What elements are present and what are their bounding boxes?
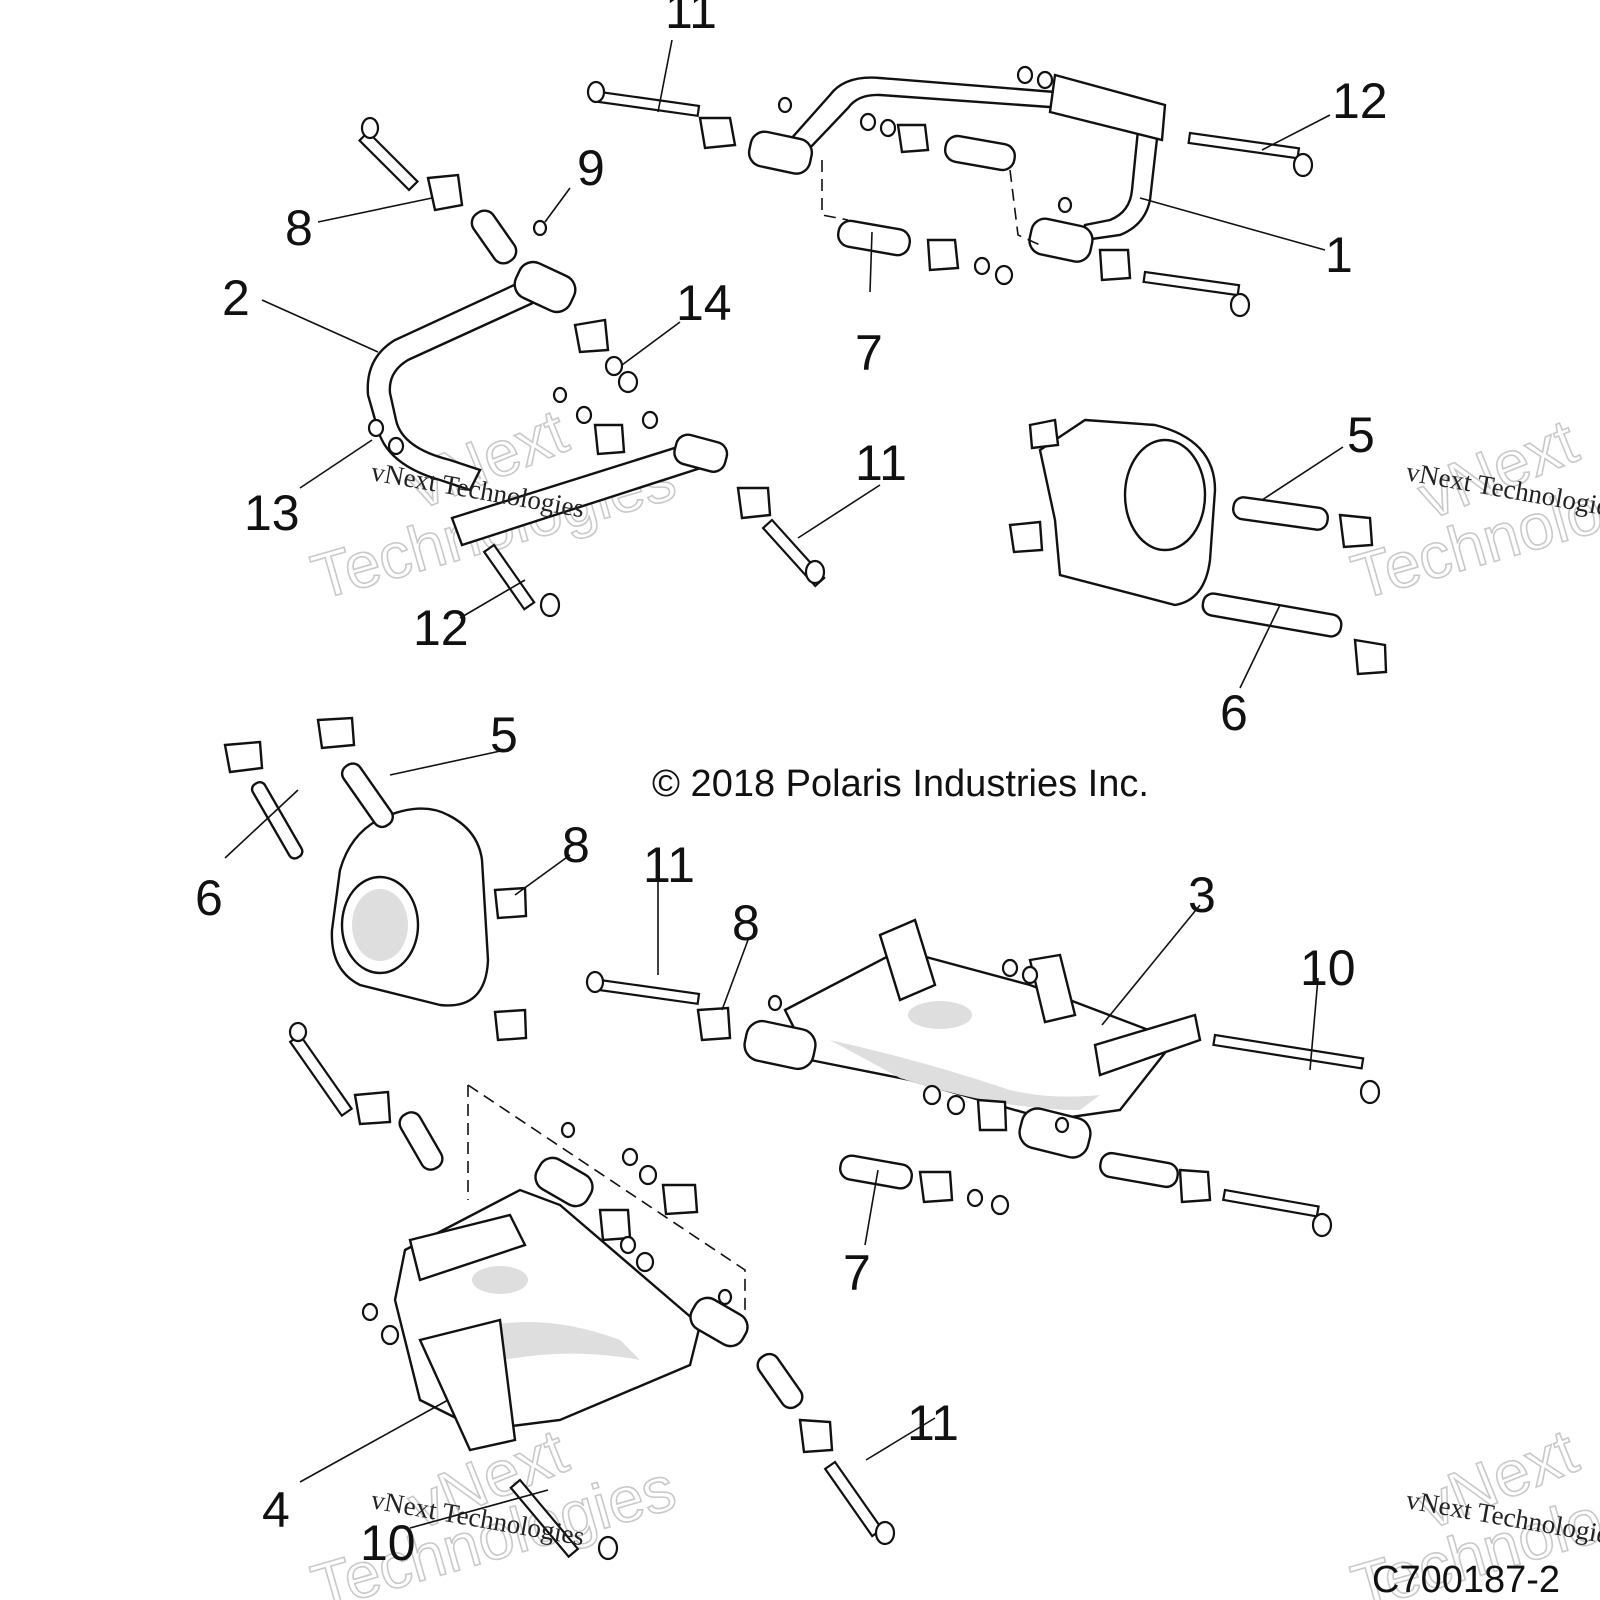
callout-11-mid: 11: [855, 435, 907, 491]
bolt-11-lower-right: [597, 978, 701, 1006]
callout-5-right: 5: [1347, 407, 1375, 463]
callout-11-bottom: 11: [907, 1395, 959, 1451]
callout-13: 13: [244, 485, 300, 541]
bolt-10-bottom: [509, 1478, 580, 1559]
callout-11-top: 11: [665, 0, 717, 39]
callout-10-bottom: 10: [360, 1515, 416, 1571]
callout-8-top: 8: [285, 200, 313, 256]
callout-6-right: 6: [1220, 685, 1248, 741]
part-knuckle-left: [223, 716, 528, 1042]
callout-7-lower: 7: [843, 1245, 871, 1301]
part-upper-a-arm-right: [747, 73, 1167, 263]
callout-2: 2: [222, 270, 250, 326]
callout-11-lower-right: 11: [643, 837, 695, 893]
bolt-upper-lower-left: [288, 1033, 354, 1118]
callout-3: 3: [1188, 867, 1216, 923]
leader-lines: [224, 39, 1344, 1529]
callout-6-left: 6: [195, 870, 223, 926]
callout-1: 1: [1325, 227, 1353, 283]
bolt-11-top: [597, 90, 701, 118]
bolt-10-right: [1212, 1033, 1365, 1070]
dash-guide-2: [1009, 169, 1041, 246]
callout-5-left: 5: [490, 707, 518, 763]
callout-9: 9: [577, 140, 605, 196]
bolt-12-top: [1187, 131, 1301, 160]
callout-7-top: 7: [855, 325, 883, 381]
callout-8-mid: 8: [562, 817, 590, 873]
part-knuckle-right: [1008, 418, 1388, 676]
dash-guide-1: [821, 160, 849, 221]
part-upper-a-arm-left: [357, 116, 826, 618]
dash-guide-4: [467, 1084, 746, 1310]
part-lower-a-arm-left: [288, 1021, 896, 1561]
callout-12-left: 12: [413, 600, 469, 656]
callout-10-right: 10: [1300, 940, 1356, 996]
callout-14: 14: [676, 275, 732, 331]
copyright-text: © 2018 Polaris Industries Inc.: [652, 763, 1149, 805]
document-id: C700187-2: [1372, 1559, 1560, 1600]
callout-8-lower: 8: [732, 895, 760, 951]
part-lower-a-arm-right: [585, 918, 1381, 1238]
hardware-upper-right: [586, 65, 1314, 318]
bolt-8-top: [357, 130, 420, 192]
bolt-lower-upperright: [1142, 270, 1241, 297]
bolt-11-bottom: [823, 1460, 884, 1538]
callout-12-top: 12: [1332, 73, 1388, 129]
callout-labels: 11 12 1 9 8 2 14 7 5 11 13 12 6 5 8 11 6…: [195, 0, 1388, 1571]
bolt-lower-right-bottom: [1221, 1188, 1320, 1218]
callout-4: 4: [262, 1482, 290, 1538]
bolt-12-left: [482, 543, 536, 611]
